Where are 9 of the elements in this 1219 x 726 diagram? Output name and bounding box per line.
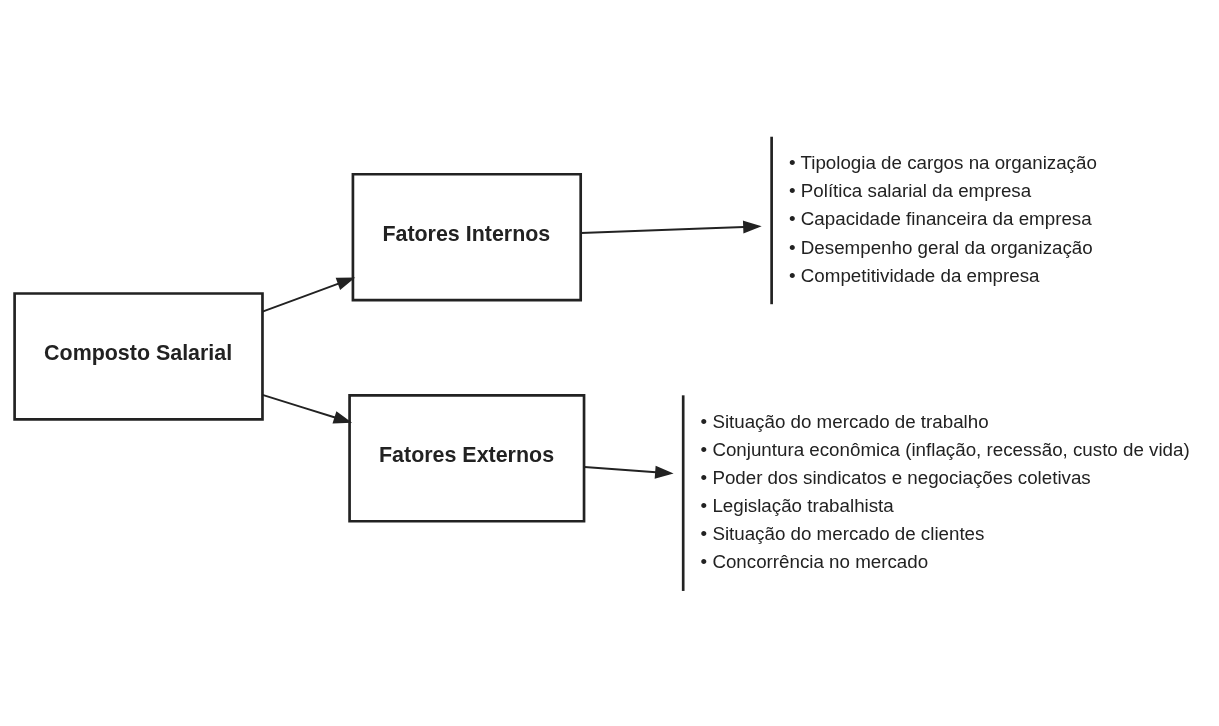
arrow bbox=[261, 277, 356, 312]
node-box: Composto Salarial bbox=[13, 291, 264, 421]
arrow bbox=[583, 465, 674, 479]
node-text: • Situação do mercado de trabalho • Conjuntura econômica (inflação, recessão, custo de vida) • Poder dos sindicatos e negociações coletivas • Legislação trabalhista • Situação do mercado de clientes • Concorrência no mercado bbox=[700, 410, 1190, 572]
node-text: • Tipologia de cargos na organização • Política salarial da empresa • Capacidade financeira da empresa • Desempenho geral da organização • Competitividade da empresa bbox=[789, 151, 1097, 286]
arrow bbox=[261, 393, 353, 423]
arrow bbox=[579, 220, 762, 234]
node-box: Fatores Internos bbox=[351, 172, 583, 302]
node-box: Fatores Externos bbox=[348, 393, 586, 523]
